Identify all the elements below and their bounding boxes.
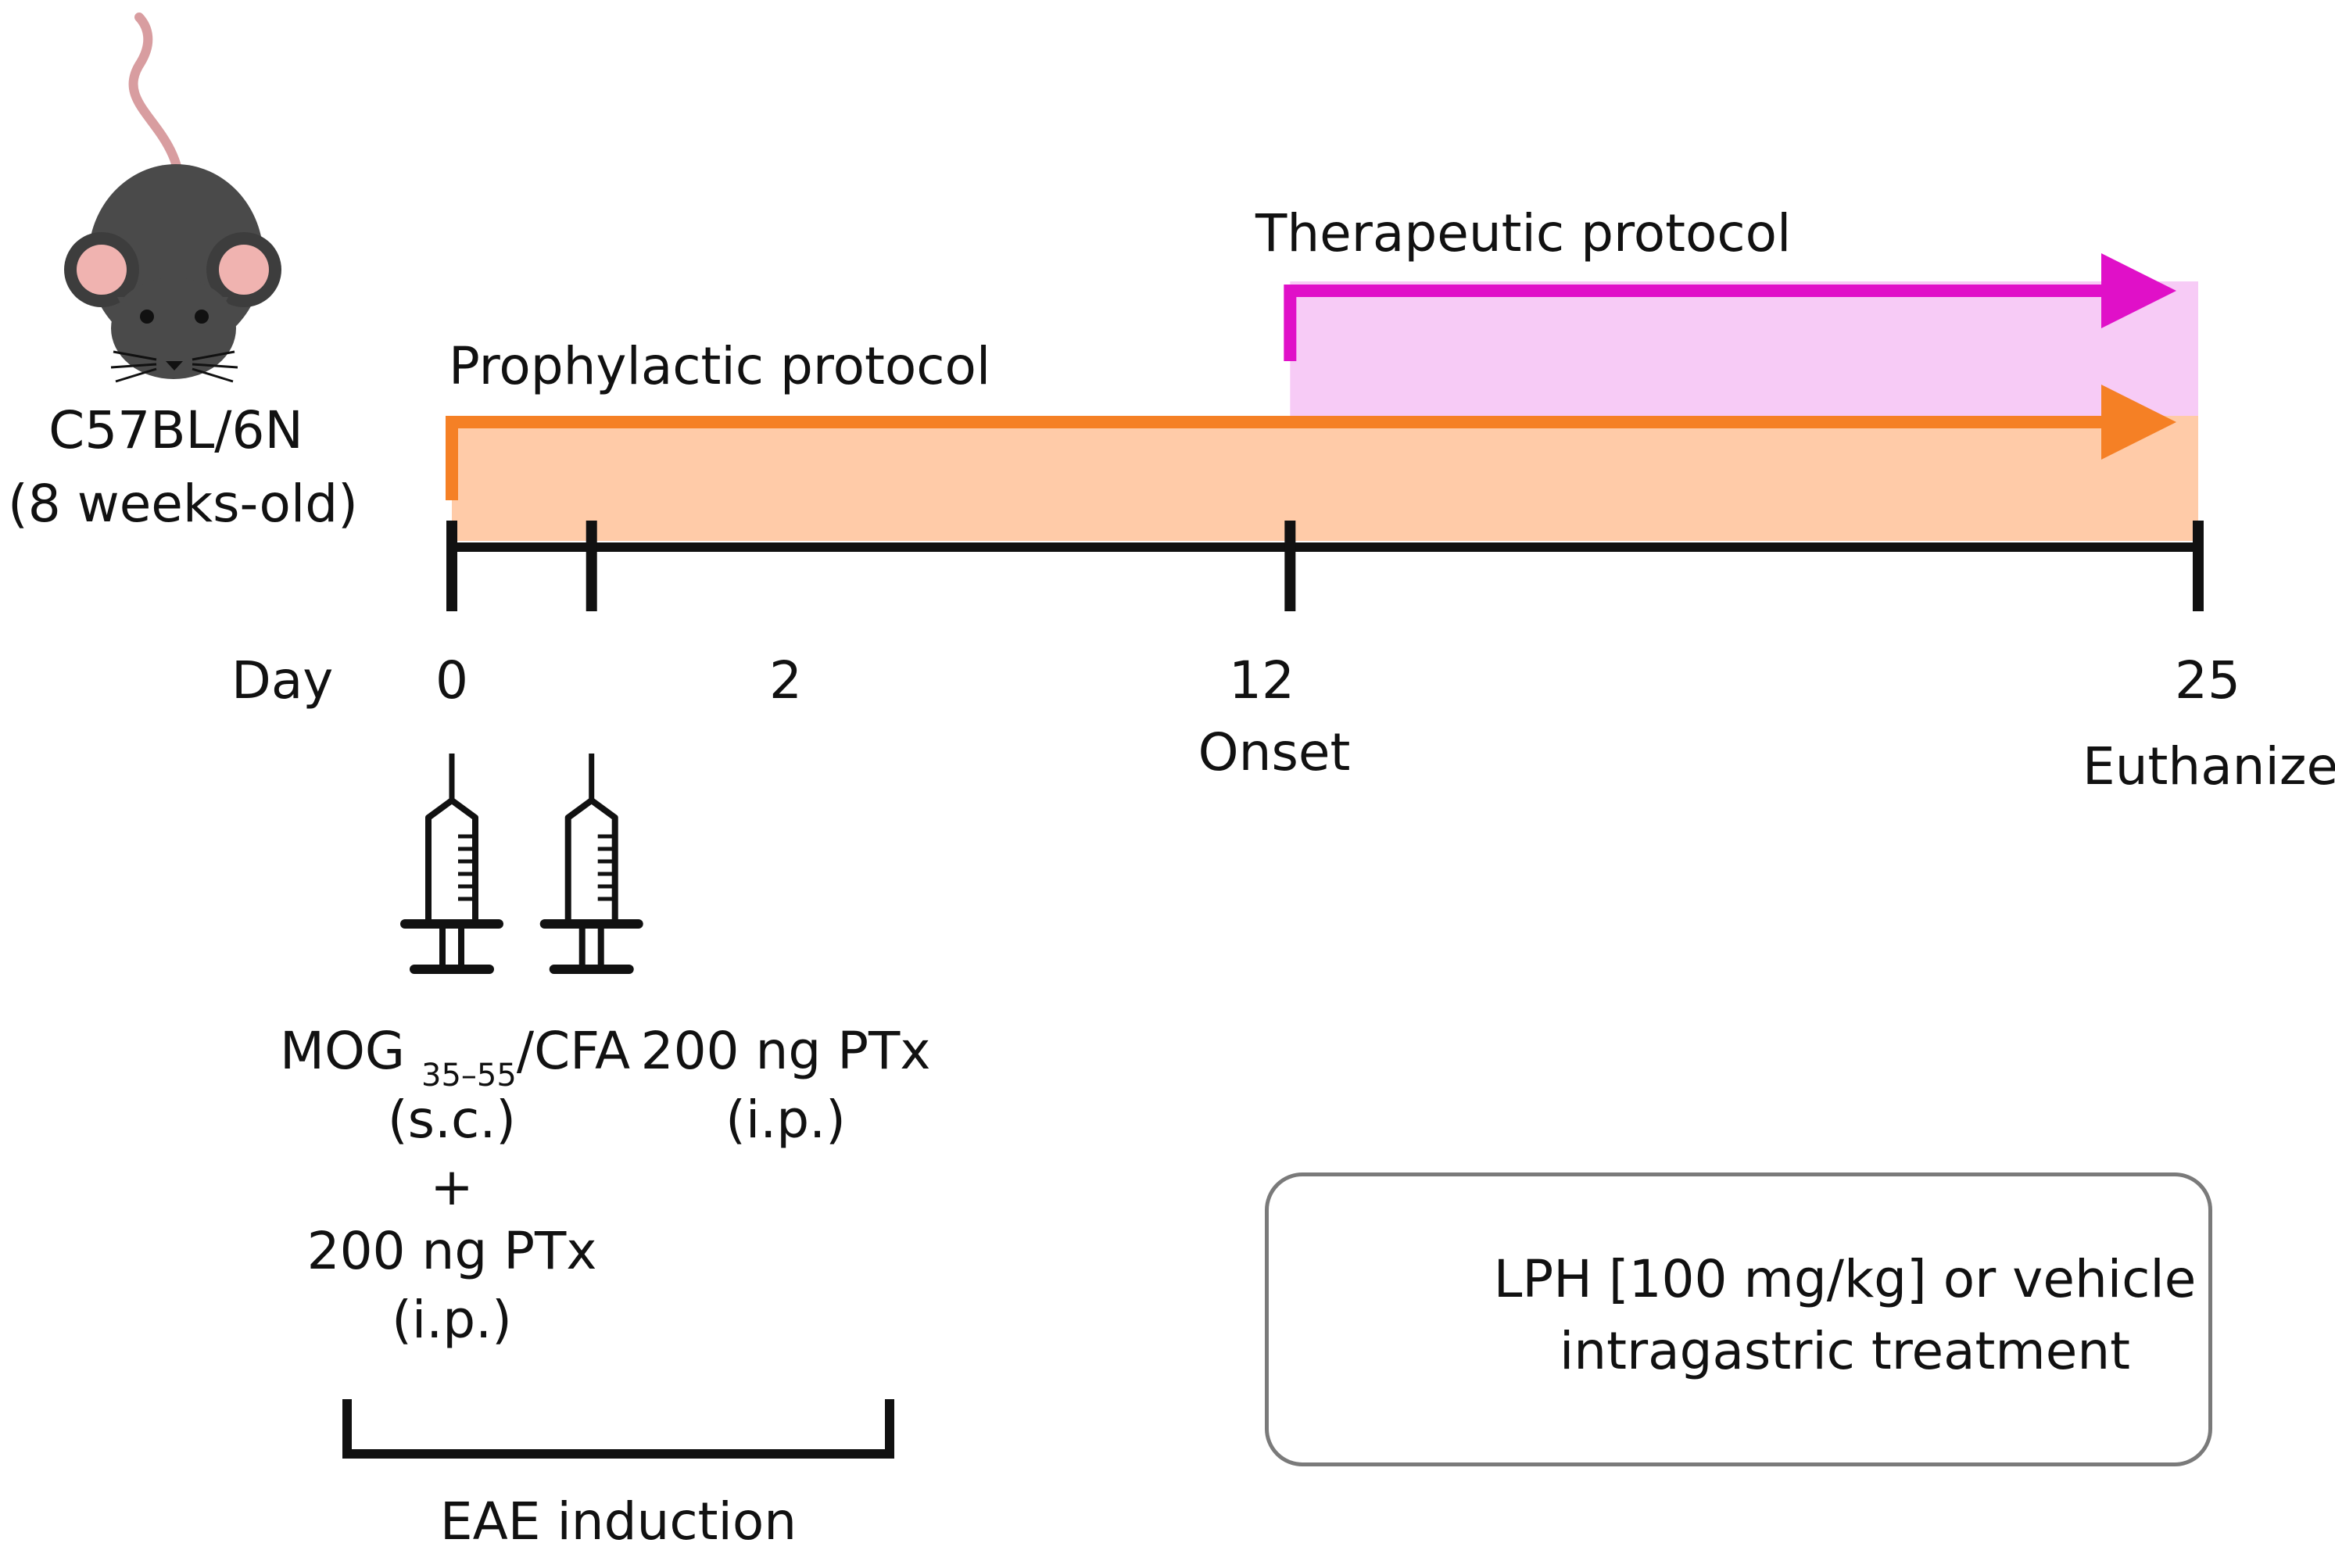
injection-ptx-label-day2: 200 ng PTx (640, 1021, 931, 1081)
syringe-icon (539, 754, 643, 974)
tick-sublabel-onset: Onset (1198, 722, 1351, 782)
syringe-icon (400, 754, 503, 974)
therapeutic-protocol-arrow (1284, 253, 2176, 361)
mouse-age-label: (8 weeks-old) (8, 474, 358, 534)
prophylactic-protocol-label: Prophylactic protocol (449, 336, 991, 396)
mouse-strain-label: C57BL/6N (48, 400, 303, 460)
injection-ip-label-day0: (i.p.) (392, 1290, 512, 1350)
tick-label-day-0: 0 (435, 650, 468, 711)
tick-label-day-12: 12 (1229, 650, 1295, 711)
mog-subscript: 35–55 (421, 1058, 517, 1094)
syringes (400, 754, 643, 974)
tick-label-day-25: 25 (2175, 650, 2240, 711)
mog-text: MOG (280, 1021, 406, 1081)
cfa-text: /CFA (516, 1021, 631, 1081)
prophylactic-protocol-region (452, 416, 2198, 541)
injection-mog-label: MOG 35–55/CFA (280, 1026, 630, 1092)
therapeutic-protocol-label: Therapeutic protocol (1255, 203, 1792, 263)
legend-box (1265, 1172, 2212, 1466)
legend-text-line1: LPH [100 mg/kg] or vehicle (1493, 1249, 2197, 1309)
injection-ptx-label-day0: 200 ng PTx (306, 1221, 597, 1281)
eae-induction-label: EAE induction (439, 1491, 797, 1552)
day-axis-label: Day (231, 650, 334, 711)
injection-plus-label: + (430, 1157, 474, 1217)
legend-text-line2: intragastric treatment (1559, 1321, 2131, 1381)
therapeutic-protocol-region (1290, 281, 2198, 416)
injection-sc-label: (s.c.) (387, 1090, 517, 1150)
eae-induction-bracket (342, 1399, 894, 1459)
mouse-icon (64, 13, 281, 383)
tick-sublabel-euthanize: Euthanize (2083, 736, 2335, 797)
timeline-ticks (446, 521, 2204, 611)
tick-label-day-2: 2 (769, 650, 802, 711)
injection-ip-label-day2: (i.p.) (725, 1090, 846, 1150)
prophylactic-protocol-arrow (446, 385, 2176, 500)
